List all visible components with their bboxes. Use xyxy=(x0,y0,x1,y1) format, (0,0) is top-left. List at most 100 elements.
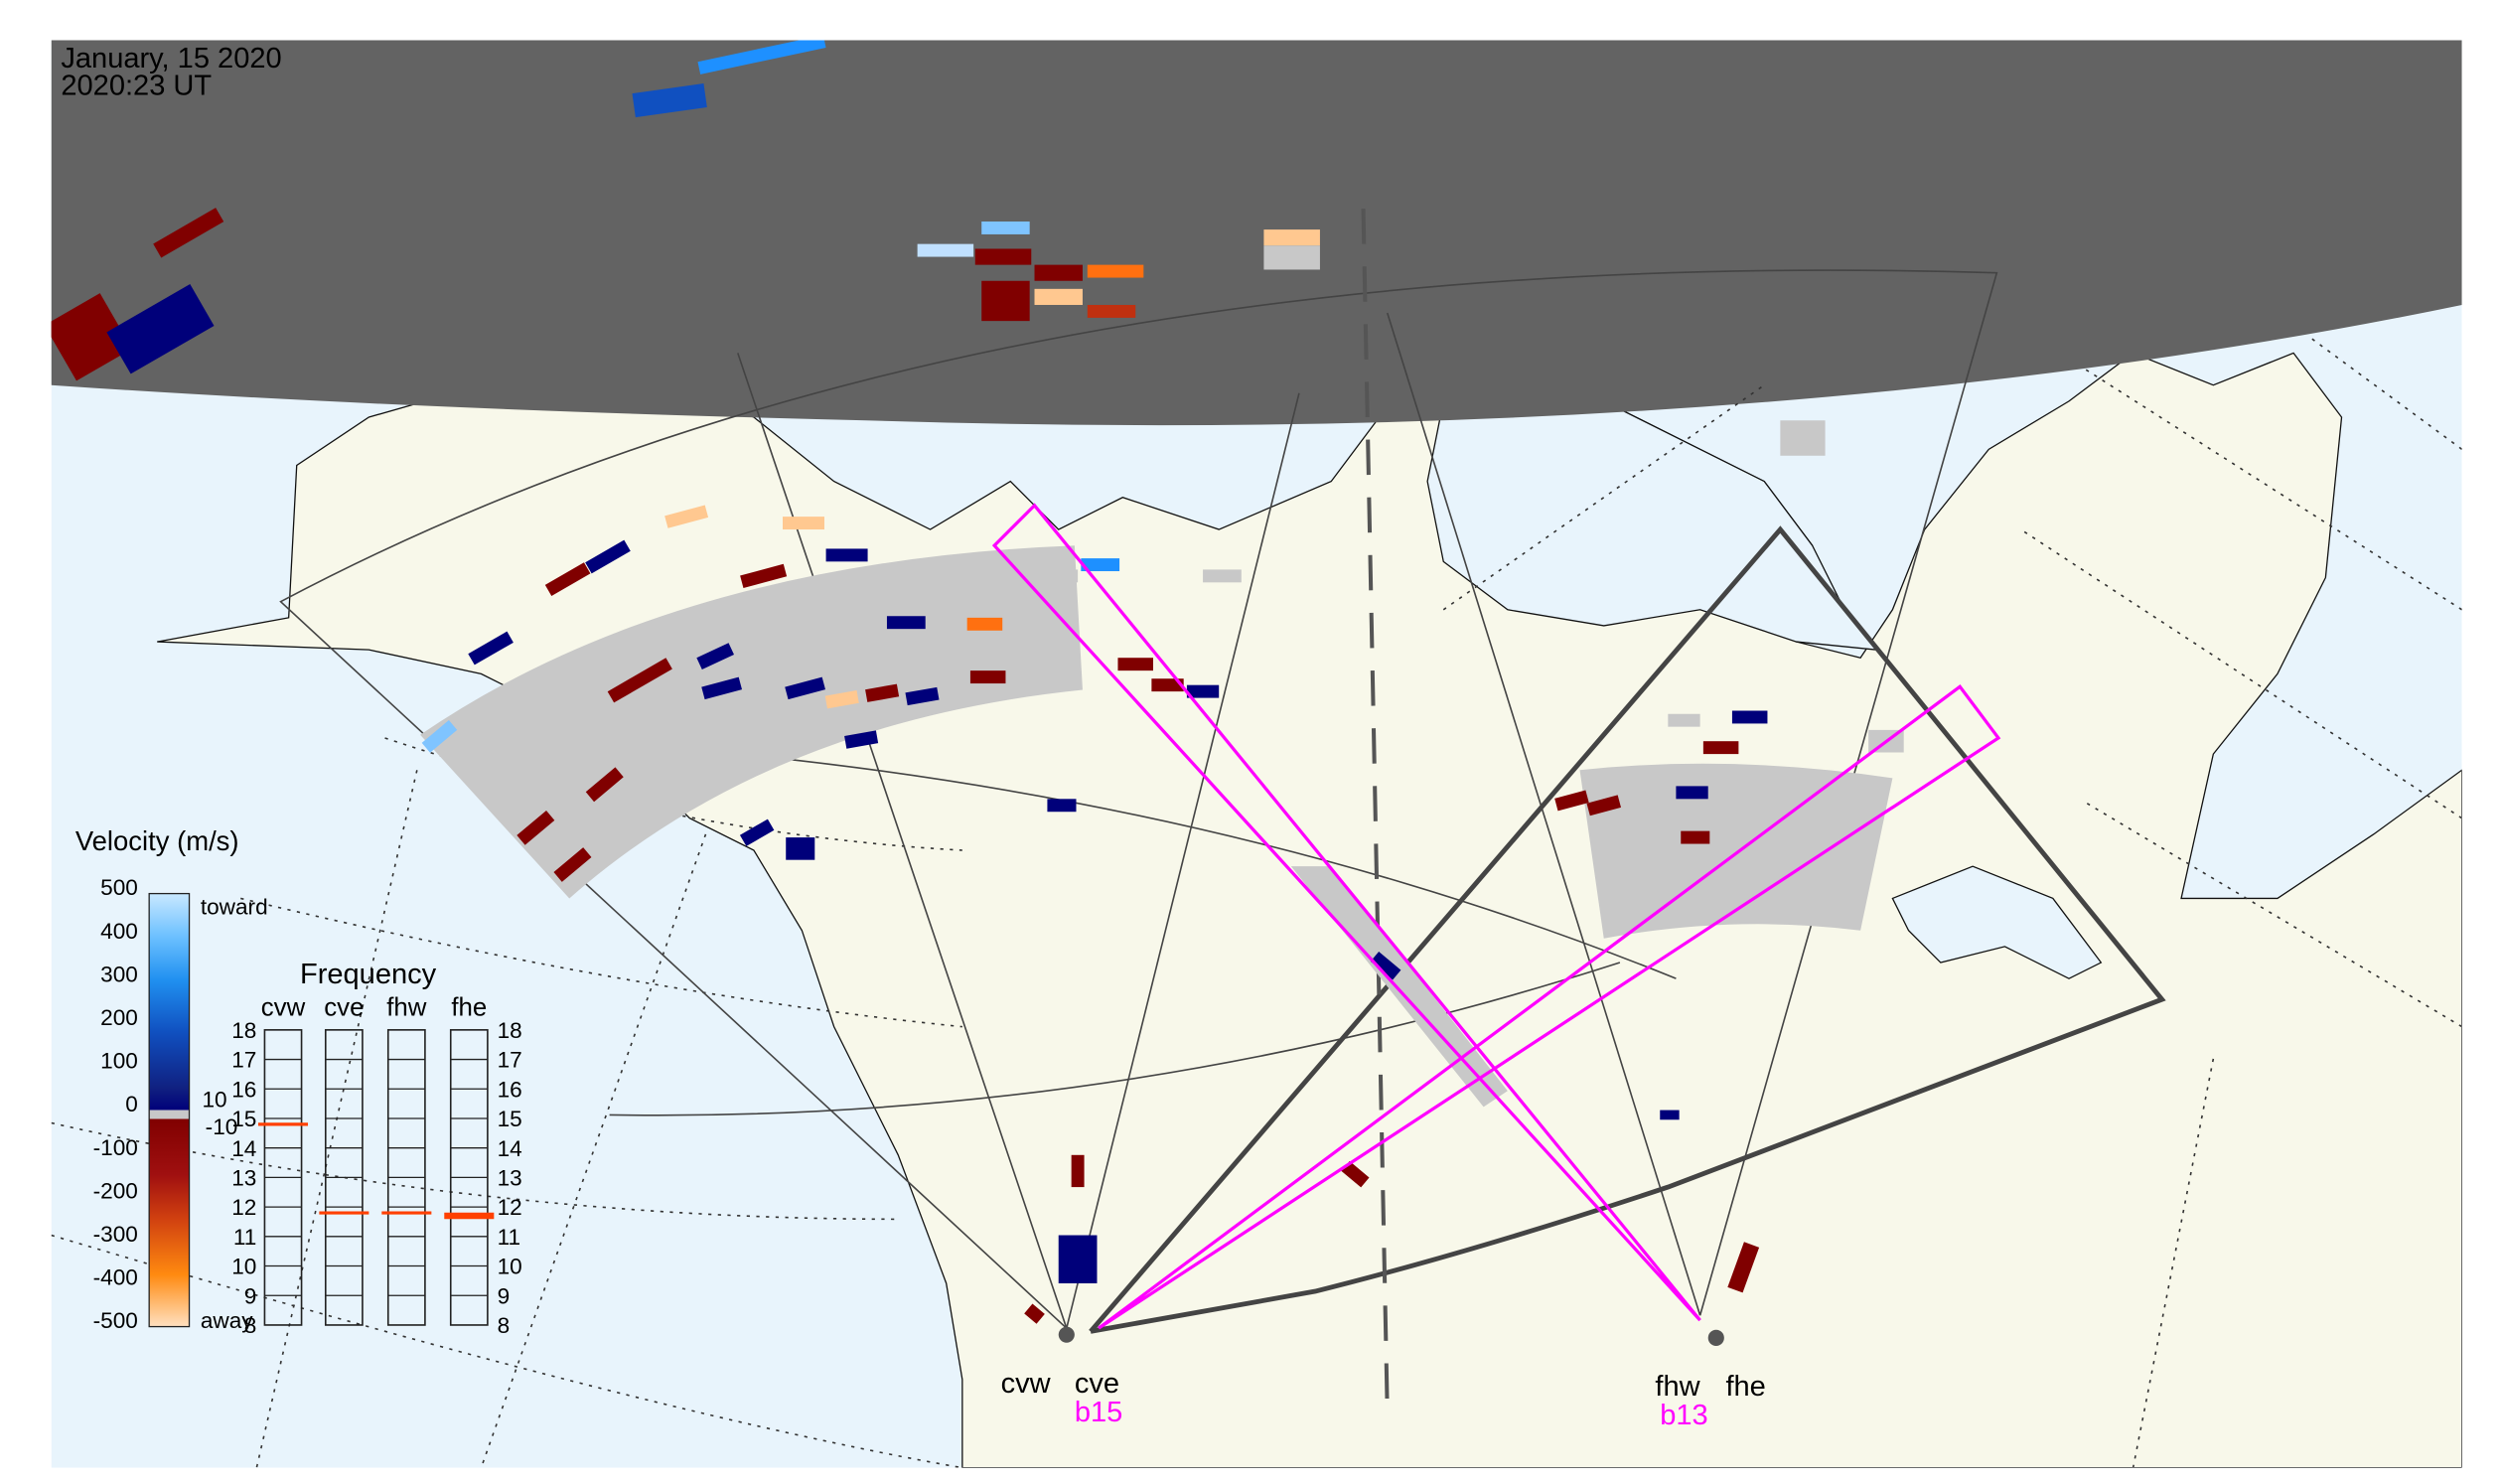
echo-cell xyxy=(421,719,458,753)
echo-cell xyxy=(917,243,974,257)
toward-label: toward xyxy=(201,895,268,920)
gs-label-upper: 10 xyxy=(202,1087,226,1112)
velocity-legend: Velocity (m/s) 5004003002001000-100-200-… xyxy=(75,825,268,1333)
echo-cell xyxy=(1341,1160,1370,1188)
frequency-tick-right: 15 xyxy=(498,1107,522,1131)
velocity-tick-label: 100 xyxy=(100,1049,138,1074)
echo-cell xyxy=(1081,558,1120,572)
velocity-tick-label: 400 xyxy=(100,919,138,944)
echo-cell xyxy=(786,837,815,860)
ground-scatter-beam xyxy=(1290,866,1508,1108)
ground-scatter-fh xyxy=(1579,763,1893,939)
echo-cell xyxy=(585,539,631,574)
great-lakes xyxy=(1891,865,2103,979)
frequency-tick-right: 16 xyxy=(498,1077,522,1102)
echo-cell xyxy=(1034,264,1083,281)
echo-cell xyxy=(785,676,825,700)
velocity-tick-label: -300 xyxy=(93,1222,138,1247)
velocity-legend-title: Velocity (m/s) xyxy=(75,825,239,856)
echo-cell xyxy=(1039,569,1079,583)
echo-cell xyxy=(1668,713,1700,727)
frequency-tick-left: 17 xyxy=(231,1048,256,1073)
frequency-tick-right: 18 xyxy=(498,1018,522,1043)
echo-cell xyxy=(1186,684,1220,698)
echo-cell xyxy=(844,730,879,749)
echo-cell xyxy=(696,643,735,669)
echo-cell xyxy=(1727,1242,1760,1293)
frequency-radar-cvw: cvw xyxy=(261,993,306,1021)
echo-cell xyxy=(739,818,775,846)
echo-cell xyxy=(966,617,1003,631)
frequency-tick-left: 16 xyxy=(231,1077,256,1102)
echo-cell xyxy=(905,686,940,706)
echo-cell xyxy=(825,548,868,562)
echo-cell xyxy=(585,767,624,803)
echo-cell xyxy=(1151,678,1184,692)
echo-cell xyxy=(1702,741,1739,755)
echo-cell xyxy=(1087,264,1144,278)
frequency-tick-left: 13 xyxy=(231,1165,256,1190)
frequency-tick-left: 10 xyxy=(231,1255,256,1279)
map-area xyxy=(51,40,2462,1468)
echo-cell xyxy=(1203,569,1242,583)
frequency-tick-right: 11 xyxy=(498,1225,520,1250)
echo-cell xyxy=(468,631,514,666)
echo-cell xyxy=(1370,951,1401,980)
frequency-tick-right: 17 xyxy=(498,1048,522,1073)
echo-cell xyxy=(740,563,788,588)
echo-cell xyxy=(153,208,224,258)
frequency-radar-fhe: fhe xyxy=(451,993,487,1021)
velocity-tick-label: 0 xyxy=(125,1092,138,1116)
echo-cells xyxy=(51,40,1904,1324)
echo-cell xyxy=(1263,245,1320,270)
beam-label-cv: b15 xyxy=(1075,1397,1122,1428)
frequency-radar-fhw: fhw xyxy=(386,993,427,1021)
frequency-tick-right: 8 xyxy=(498,1313,511,1338)
site-marker-cv xyxy=(1058,1326,1075,1343)
frequency-tick-left: 18 xyxy=(231,1018,256,1043)
echo-cell xyxy=(544,562,591,597)
echo-cell xyxy=(1586,795,1622,816)
frequency-radar-cve: cve xyxy=(324,993,364,1021)
site-label-cve: cve xyxy=(1075,1368,1119,1400)
echo-cell xyxy=(981,280,1030,322)
echo-cell xyxy=(1058,1235,1098,1283)
beam-label-fh: b13 xyxy=(1660,1400,1707,1431)
frequency-tick-left: 14 xyxy=(231,1136,256,1161)
radar-fov-outlines xyxy=(279,269,1998,1329)
echo-cell xyxy=(1087,304,1136,318)
night-region xyxy=(51,40,2462,426)
beam-highlights xyxy=(991,503,2001,1330)
velocity-tick-label: -500 xyxy=(93,1308,138,1333)
site-marker-fh xyxy=(1707,1329,1724,1346)
away-label: away xyxy=(201,1308,253,1333)
echo-cell xyxy=(981,222,1030,234)
echo-cell xyxy=(1660,1110,1680,1120)
echo-cell xyxy=(969,670,1006,684)
velocity-tick-label: -400 xyxy=(93,1265,138,1290)
velocity-tick-label: 200 xyxy=(100,1005,138,1030)
echo-cell xyxy=(1117,658,1154,671)
frequency-tick-right: 10 xyxy=(498,1255,522,1279)
echo-cell xyxy=(1024,1303,1045,1324)
echo-cell xyxy=(1263,229,1320,246)
echo-cell xyxy=(701,676,743,700)
frequency-title: Frequency xyxy=(300,959,437,990)
frequency-tick-right: 13 xyxy=(498,1165,522,1190)
echo-cell xyxy=(664,505,709,528)
echo-cell xyxy=(1676,786,1708,800)
echo-cell xyxy=(974,248,1032,265)
echo-cell xyxy=(824,690,859,709)
velocity-tick-label: 500 xyxy=(100,875,138,900)
dashed-meridian xyxy=(1361,209,1390,1412)
echo-cell xyxy=(1681,830,1710,844)
echo-cell xyxy=(1071,1154,1085,1188)
velocity-tick-label: -100 xyxy=(93,1135,138,1160)
echo-cell xyxy=(782,517,824,530)
frequency-tick-left: 15 xyxy=(231,1107,256,1131)
echo-cell xyxy=(1554,790,1589,812)
time-label: 2020:23 UT xyxy=(61,70,212,101)
combined-fov-outline xyxy=(1089,525,2166,1334)
frequency-tick-right: 12 xyxy=(498,1195,522,1220)
